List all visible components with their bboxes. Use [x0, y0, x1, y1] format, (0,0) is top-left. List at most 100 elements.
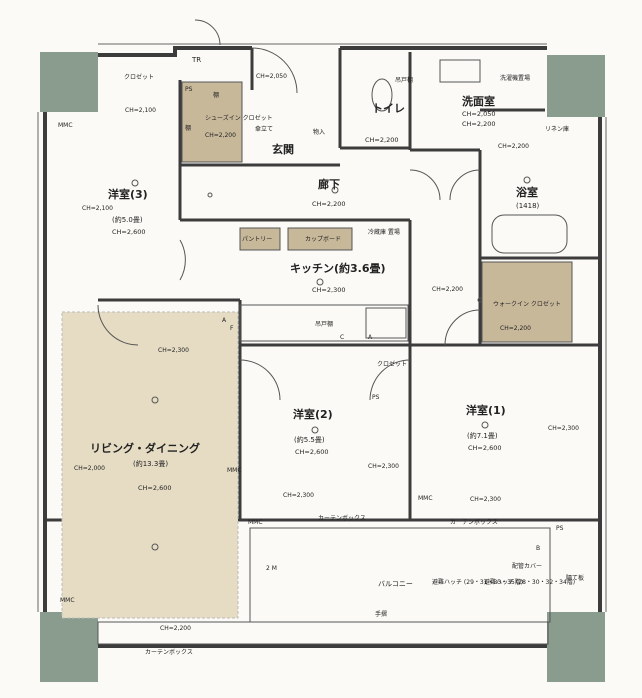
objects-label: 物入 [313, 128, 325, 136]
linen-label: リネン庫 [545, 125, 569, 133]
shoe-closet-fill [181, 81, 243, 163]
column-top-left [40, 52, 98, 112]
entrance-name: 玄関 [272, 142, 294, 156]
ch-ld-bottom: CH=2,200 [160, 625, 191, 632]
mmc1-label: MMC [58, 122, 73, 129]
ch-w2-right: CH=2,300 [368, 463, 399, 470]
closet-top-label: クロゼット [124, 73, 154, 81]
pipe-cover-label: 配管カバー [512, 562, 542, 570]
cupboard-label: カップボード [305, 235, 341, 243]
living-size: (約13.3畳) [133, 459, 168, 468]
curtain2-label: カーテンボックス [450, 518, 498, 526]
ps-mid-label: PS [372, 394, 380, 401]
ch-w3-side: CH=2,100 [82, 205, 113, 212]
storage-areas [181, 81, 573, 343]
hatch2-label: 避難ハッチ (28・30・32・34階) [484, 578, 575, 586]
ps-top-label: PS [185, 86, 193, 93]
ch-w2-bottom: CH=2,300 [283, 492, 314, 499]
western2-ch: CH=2,600 [295, 448, 328, 456]
toilet-name: トイレ [372, 102, 405, 115]
umbrella-label: 傘立て [255, 125, 273, 133]
entrance-ch-label: CH=2,050 [256, 73, 287, 80]
kitchen-ch: CH=2,300 [312, 286, 345, 294]
doors [97, 19, 481, 401]
mark-a2: A [368, 334, 373, 341]
western3-size: (約5.0畳) [112, 215, 143, 224]
column-top-right [547, 55, 605, 117]
column-bottom-left [40, 612, 98, 682]
pantry-label: パントリー [242, 236, 272, 243]
kitchen-name: キッチン(約3.6畳) [290, 261, 386, 275]
living-floor [61, 311, 239, 619]
shoe-closet-label: シューズイン クロゼット [205, 114, 273, 122]
mark-f: F [230, 325, 234, 332]
mark-a: A [222, 317, 227, 324]
ch-w1-right: CH=2,300 [548, 425, 579, 432]
mmc5-label: MMC [227, 467, 242, 474]
cupboard-fill [287, 227, 353, 251]
shoe-ch-label: CH=2,200 [205, 132, 236, 139]
toilet-fixture [371, 78, 393, 112]
western1-ch: CH=2,600 [468, 444, 501, 452]
mark-c: C [340, 334, 344, 341]
partition-label: 隔て板 [566, 574, 584, 582]
facade-lines [37, 43, 607, 612]
living-name: リビング・ダイニング [90, 441, 200, 455]
living-ch: CH=2,600 [138, 484, 171, 492]
walkin-closet-fill [481, 261, 573, 343]
washroom-name: 洗面室 [462, 94, 495, 108]
bath-name: 浴室 [516, 185, 538, 199]
western1-size: (約7.1畳) [467, 431, 498, 440]
hanging-shelf-toilet-label: 吊戸棚 [395, 76, 413, 84]
pantry-fill [239, 227, 281, 251]
washroom-ch1: CH=2,050 [462, 110, 495, 118]
mmc4-label: MMC [60, 597, 75, 604]
mmc2-label: MMC [248, 519, 263, 526]
corridor-name: 廊下 [318, 177, 340, 191]
ch-ld-top: CH=2,300 [158, 347, 189, 354]
ch-kitchen-right: CH=2,200 [432, 286, 463, 293]
western2-name: 洋室(2) [293, 407, 333, 421]
ceiling-lights [131, 176, 531, 551]
western3-name: 洋室(3) [108, 187, 148, 201]
corridor-ch: CH=2,200 [312, 200, 345, 208]
room-labels: 洋室(3) (約5.0畳) CH=2,600 洋室(2) (約5.5畳) CH=… [90, 94, 540, 588]
western2-size: (約5.5畳) [294, 435, 325, 444]
walkin-label: ウォークイン クロゼット [493, 300, 561, 308]
mark-b: B [536, 545, 540, 552]
bath-size: (1418) [516, 202, 540, 210]
toilet-ch: CH=2,200 [365, 136, 398, 144]
tr-label: TR [191, 56, 201, 64]
balcony-rail [97, 621, 549, 645]
kitchen-counter [239, 304, 409, 342]
handrail-label: 手摺 [375, 610, 387, 618]
western3-ch: CH=2,600 [112, 228, 145, 236]
stove [365, 307, 407, 339]
closet-mid-label: クロゼット [377, 360, 407, 368]
ps-bottom-label: PS [556, 525, 564, 532]
balcony-area [249, 527, 551, 623]
outer-walls [43, 46, 602, 648]
hatch1-label: 避難ハッチ (29・31・33・35階) [432, 578, 523, 586]
hanging-shelf-kitchen-label: 吊戸棚 [315, 320, 333, 328]
shelf1-label: 棚 [213, 91, 219, 99]
curtain3-label: カーテンボックス [145, 648, 193, 656]
laundry-label: 洗濯機置場 [500, 74, 530, 82]
column-bottom-right [547, 612, 605, 682]
ch-w1-bottom: CH=2,300 [470, 496, 501, 503]
ch-w3-top: CH=2,100 [125, 107, 156, 114]
curtain1-label: カーテンボックス [318, 514, 366, 522]
sink-washroom [439, 59, 481, 83]
walkin-ch-label: CH=2,200 [500, 325, 531, 332]
western1-name: 洋室(1) [466, 403, 506, 417]
balcony-name: バルコニー [378, 580, 413, 588]
detail-labels: クロゼット TR PS 棚 棚 シューズイン クロゼット CH=2,200 傘立… [58, 56, 584, 656]
shelf2-label: 棚 [185, 124, 191, 132]
washroom-ch2: CH=2,200 [462, 120, 495, 128]
bathtub [491, 214, 568, 254]
fridge-label: 冷蔵庫 置場 [368, 228, 400, 236]
ch-bath: CH=2,200 [498, 143, 529, 150]
ch-ld-side: CH=2,000 [74, 465, 105, 472]
two-m-label: 2 M [266, 565, 277, 572]
